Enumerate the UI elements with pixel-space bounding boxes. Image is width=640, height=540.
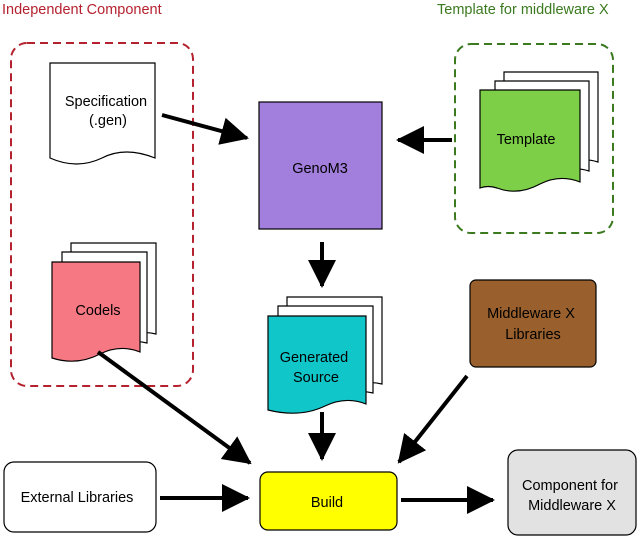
- genom3-label: GenoM3: [292, 161, 348, 177]
- specification-label: Specification (.gen): [65, 94, 151, 129]
- arrow-codels-to-build: [96, 350, 252, 465]
- build-box: Build: [259, 471, 398, 531]
- external-libraries-label: External Libraries: [21, 490, 134, 506]
- middleware-libraries-label: Middleware X Libraries: [487, 306, 579, 343]
- codels-label: Codels: [75, 303, 120, 319]
- genom3-box: GenoM3: [258, 101, 383, 230]
- independent-group-label: Independent Component: [2, 2, 162, 18]
- build-label: Build: [311, 495, 343, 511]
- arrow-specification-to-genom3: [161, 113, 249, 145]
- component-output-label: Component for Middleware X: [522, 478, 622, 514]
- template-group-label: Template for middleware X: [437, 2, 609, 18]
- independent-group-frame: [10, 42, 194, 387]
- codels-document-stack: Codels: [51, 242, 157, 362]
- component-output-box: Component for Middleware X: [507, 449, 637, 536]
- arrow-middleware-libraries-to-build: [397, 374, 469, 464]
- generated-source-label: Generated Source: [280, 350, 353, 386]
- specification-document: Specification (.gen): [49, 62, 156, 165]
- template-group-frame: [454, 43, 614, 234]
- template-document-stack: Template: [479, 71, 599, 192]
- external-libraries-box: External Libraries: [3, 461, 157, 533]
- template-label: Template: [497, 132, 556, 148]
- middleware-libraries-box: Middleware X Libraries: [469, 279, 597, 368]
- generated-source-document-stack: Generated Source: [267, 296, 383, 414]
